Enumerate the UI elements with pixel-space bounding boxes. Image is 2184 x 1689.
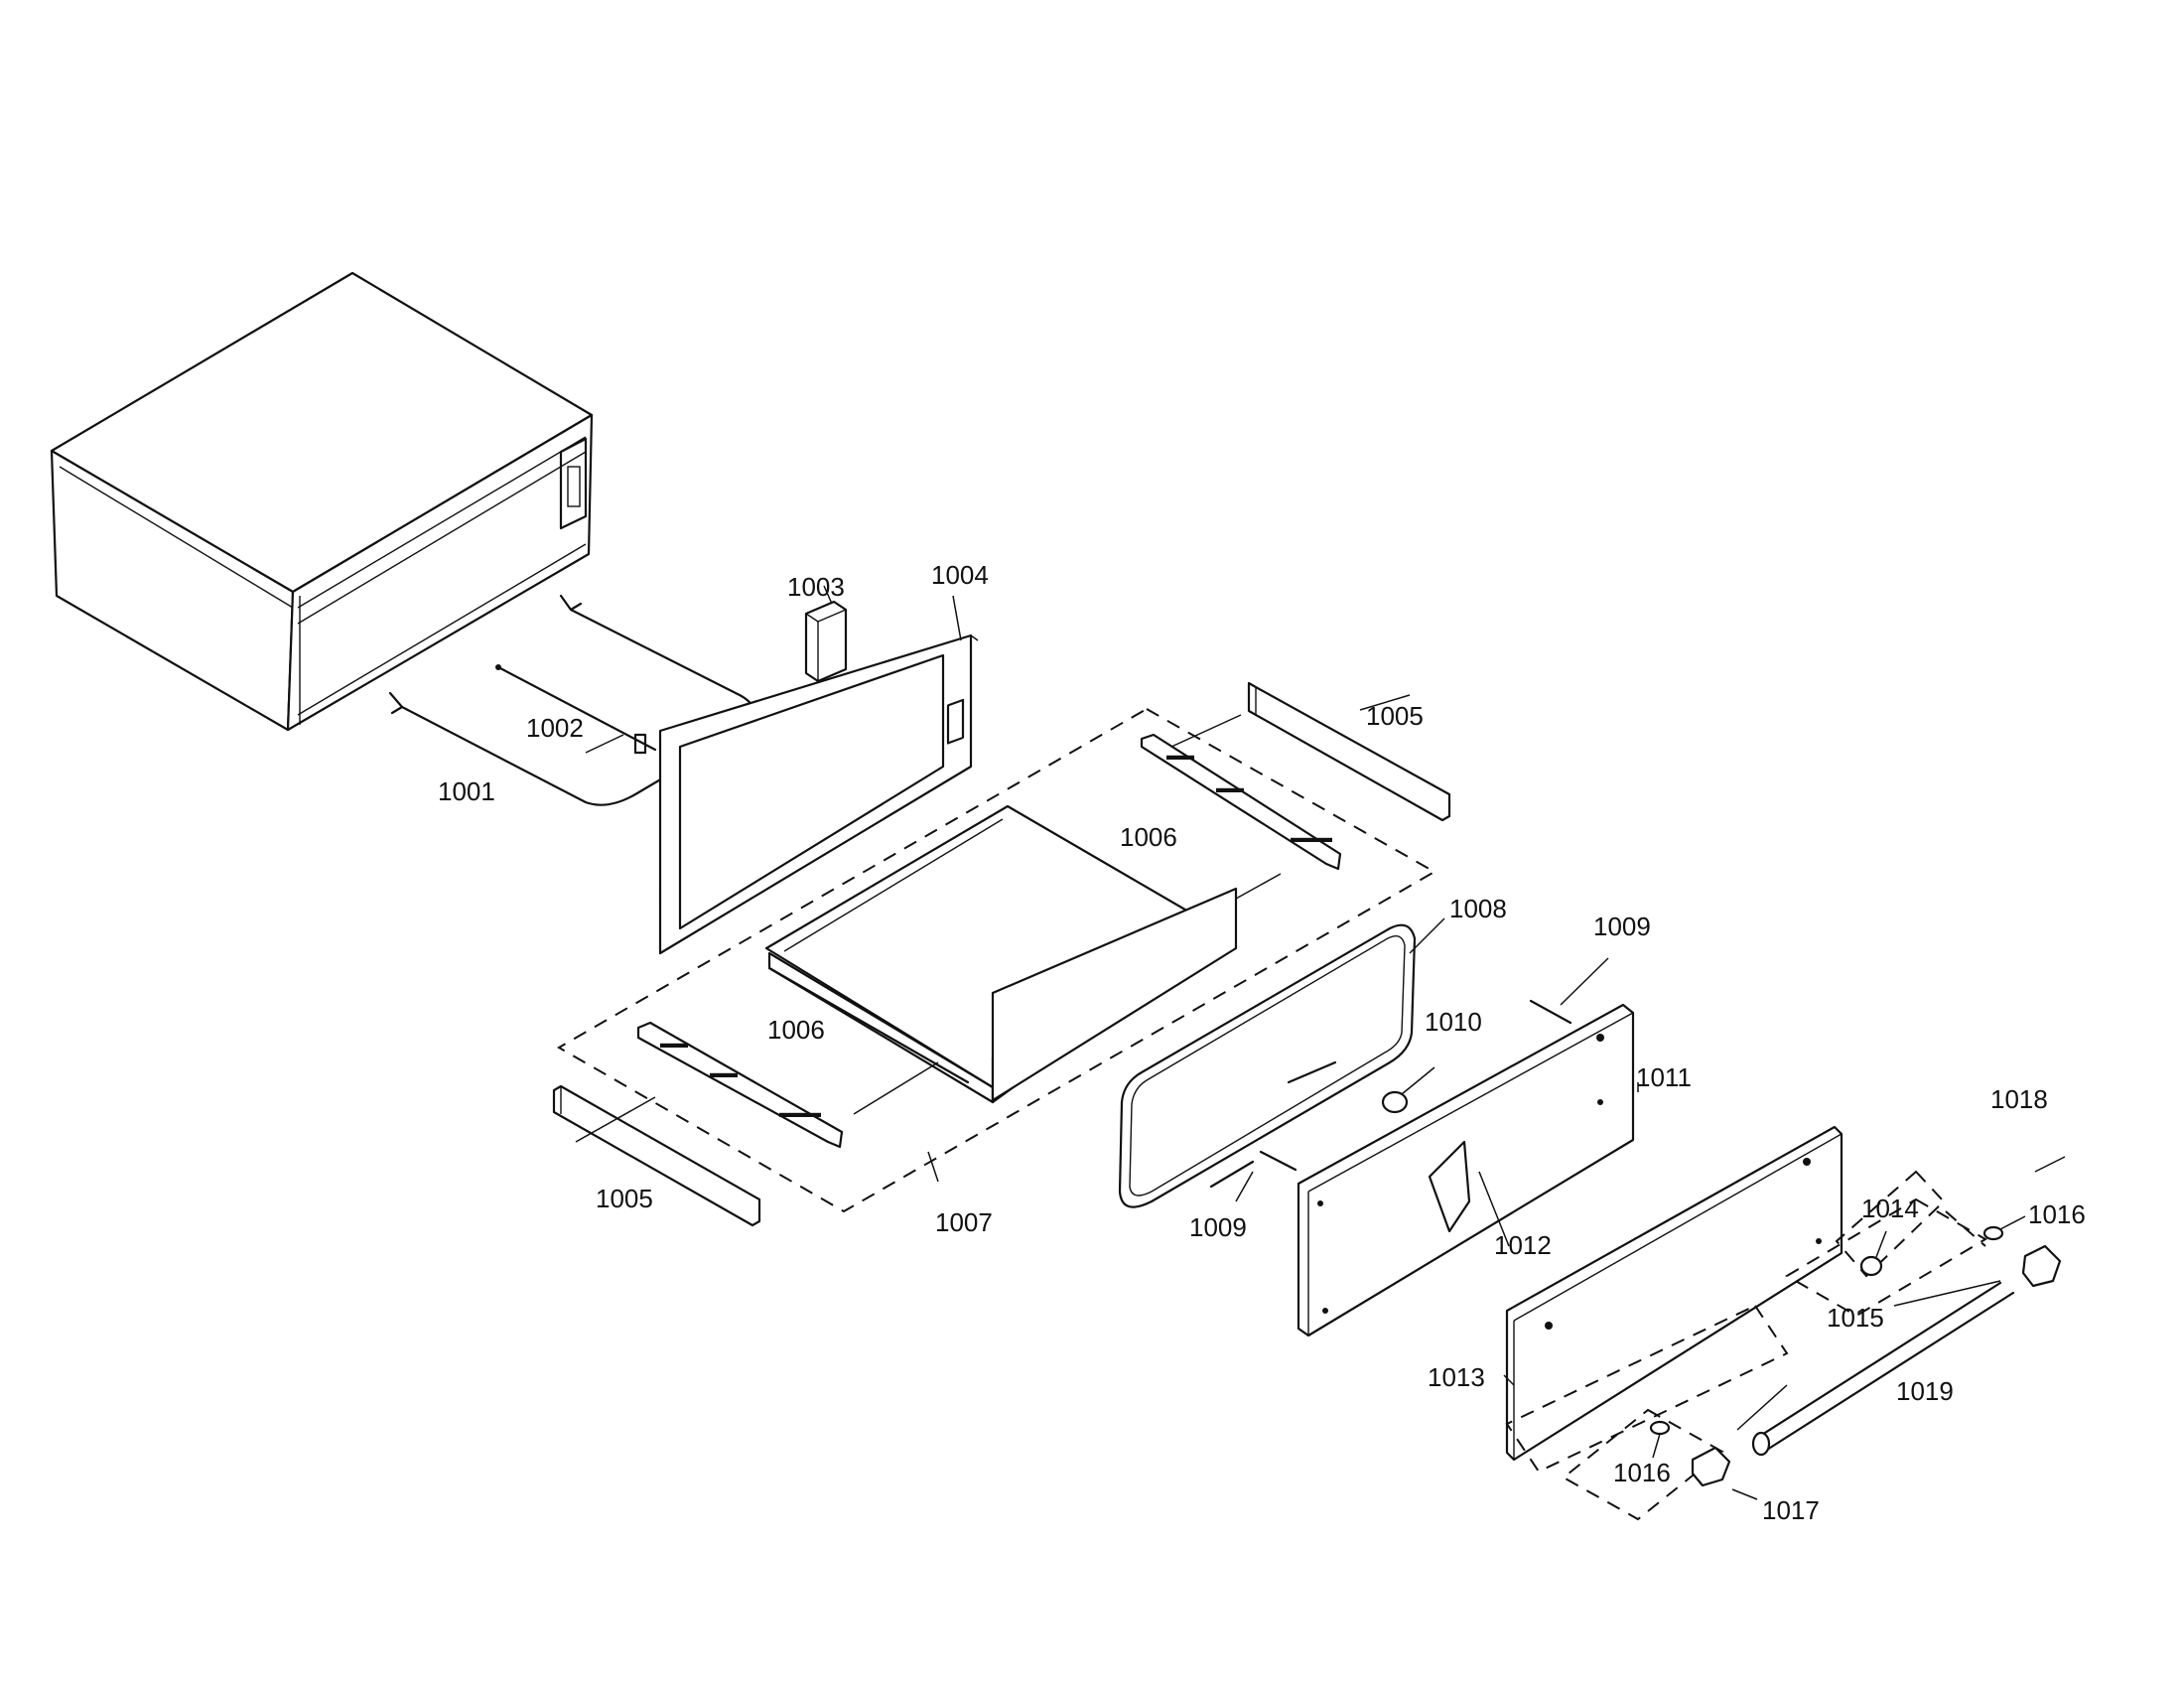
label-1015: 1015 bbox=[1827, 1303, 1884, 1333]
bracket-1005-upper bbox=[1247, 681, 1451, 822]
drawer-slide-1006-upper: ▬▬ ▬▬ ▬▬▬ bbox=[1140, 733, 1342, 871]
label-1011: 1011 bbox=[1636, 1062, 1692, 1092]
svg-text:▬▬: ▬▬ bbox=[1216, 779, 1244, 795]
end-cap-assembly-1017-boundary bbox=[1562, 1408, 1724, 1521]
bracket-1005-lower bbox=[552, 1084, 761, 1227]
bushing-1014 bbox=[1859, 1230, 1887, 1277]
label-1013: 1013 bbox=[1428, 1362, 1485, 1392]
label-1019: 1019 bbox=[1896, 1376, 1954, 1406]
svg-text:▬▬▬: ▬▬▬ bbox=[779, 1104, 821, 1120]
label-1009-upper: 1009 bbox=[1593, 912, 1651, 941]
inner-door-panel-1011 bbox=[1297, 1003, 1635, 1337]
label-1005-lower: 1005 bbox=[596, 1184, 653, 1213]
label-1018: 1018 bbox=[1990, 1084, 2048, 1114]
label-1004: 1004 bbox=[931, 560, 989, 590]
door-gasket-1008 bbox=[1118, 923, 1417, 1208]
pins-1009 bbox=[1209, 999, 1572, 1189]
label-1006-upper: 1006 bbox=[1120, 822, 1177, 852]
svg-text:▬▬: ▬▬ bbox=[1166, 747, 1194, 763]
switch-1003 bbox=[804, 600, 848, 683]
outer-door-panel-1013 bbox=[1505, 1125, 1843, 1462]
label-1003: 1003 bbox=[787, 572, 845, 602]
drawer-assembly-boundary bbox=[556, 707, 1437, 1213]
label-1016-left: 1016 bbox=[1613, 1458, 1671, 1487]
label-1001: 1001 bbox=[438, 776, 495, 806]
svg-text:▬▬▬: ▬▬▬ bbox=[1291, 829, 1332, 845]
label-1002: 1002 bbox=[526, 713, 584, 743]
bushing-1010 bbox=[1381, 1066, 1435, 1114]
end-cap-pins-1016 bbox=[1649, 1215, 2026, 1459]
label-1008: 1008 bbox=[1449, 894, 1507, 923]
label-1014: 1014 bbox=[1861, 1194, 1919, 1223]
label-1017: 1017 bbox=[1762, 1495, 1820, 1525]
label-1007: 1007 bbox=[935, 1207, 993, 1237]
drawer-slide-1006-lower: ▬▬ ▬▬ ▬▬▬ bbox=[636, 1021, 844, 1149]
end-cap-assembly-1018-boundary bbox=[1785, 1197, 1987, 1318]
svg-text:▬▬: ▬▬ bbox=[710, 1064, 738, 1080]
label-1012: 1012 bbox=[1494, 1230, 1552, 1260]
front-frame-1004 bbox=[658, 633, 979, 955]
label-1016-right: 1016 bbox=[2028, 1199, 2086, 1229]
svg-text:▬▬: ▬▬ bbox=[660, 1035, 688, 1051]
label-1005-upper: 1005 bbox=[1366, 701, 1424, 731]
label-1006-lower: 1006 bbox=[767, 1015, 825, 1045]
cabinet-housing bbox=[50, 271, 594, 732]
end-caps bbox=[1691, 1244, 2062, 1487]
sensor-rod-1002 bbox=[495, 664, 657, 755]
handle-bar-1019 bbox=[1751, 1281, 2015, 1457]
label-1010: 1010 bbox=[1425, 1007, 1482, 1037]
drawer-tray bbox=[764, 804, 1238, 1104]
label-1009-lower: 1009 bbox=[1189, 1212, 1247, 1242]
